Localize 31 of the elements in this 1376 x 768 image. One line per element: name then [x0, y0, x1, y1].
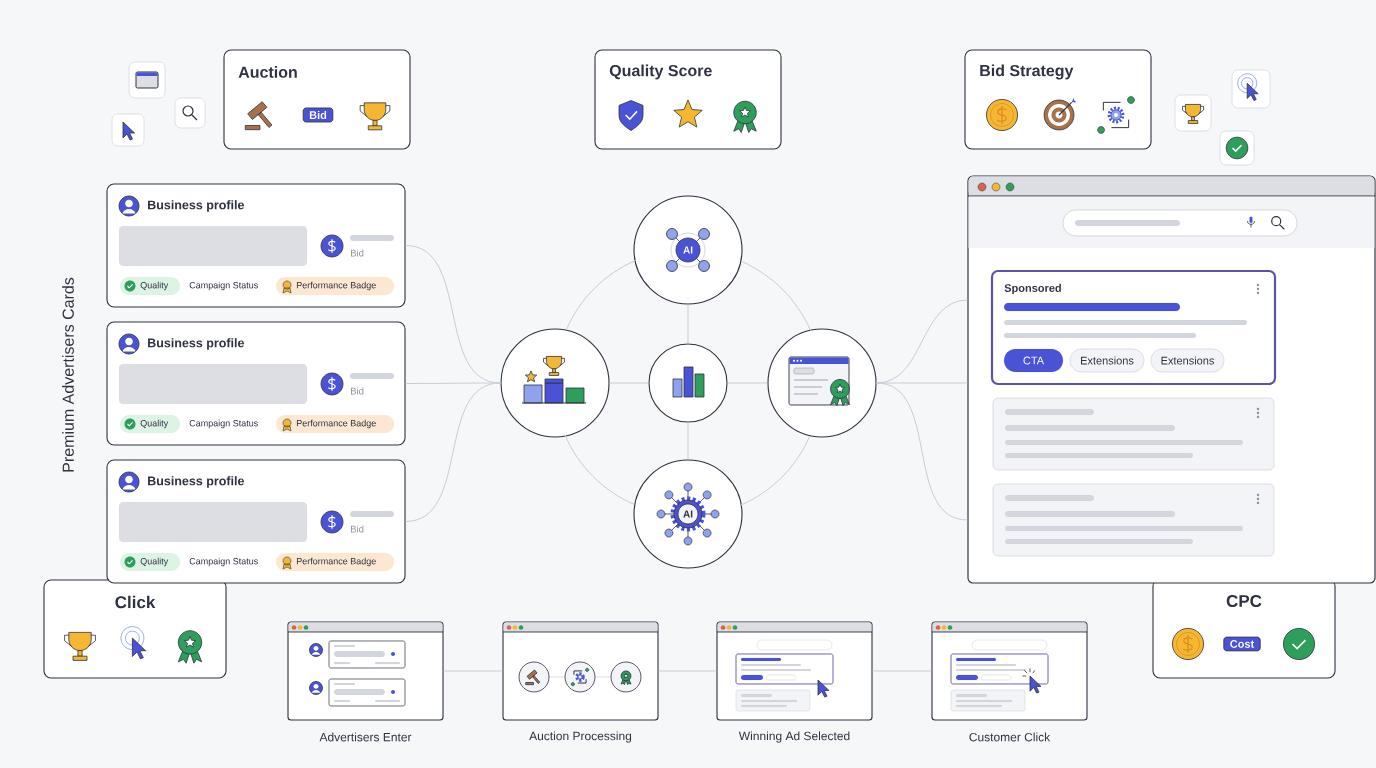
step-caption: Advertisers Enter [319, 732, 412, 742]
extension-chip: Extensions [1069, 348, 1145, 373]
connector [405, 382, 501, 522]
bid-strategy-card: Bid Strategy [964, 49, 1152, 150]
certified-page-circle [767, 328, 877, 438]
cta-button: CTA [1003, 348, 1064, 373]
extension-chip: Extensions [1150, 348, 1225, 373]
step-caption: Auction Processing [529, 731, 632, 743]
bid-tag: Bid [302, 107, 334, 123]
connector [564, 434, 635, 505]
bid-label: Bid [351, 525, 364, 533]
section-label: Premium Advertisers Cards [62, 277, 74, 472]
connector [740, 435, 811, 506]
campaign-status: Campaign Status [189, 419, 258, 429]
cost-tag: Cost [1223, 636, 1261, 652]
performance-badge-pill: Performance Badge [275, 552, 395, 572]
connector [405, 382, 501, 384]
step-caption: Winning Ad Selected [738, 731, 850, 743]
bar-chart-circle [648, 343, 728, 423]
campaign-status: Campaign Status [189, 557, 258, 567]
connector [740, 260, 811, 331]
bid-label: Bid [351, 387, 364, 395]
performance-badge-pill: Performance Badge [275, 276, 395, 296]
quality-score-card: Quality Score [594, 49, 782, 150]
podium-circle [500, 328, 610, 438]
performance-badge-pill: Performance Badge [275, 414, 395, 434]
connector [876, 382, 968, 521]
step-caption: Customer Click [969, 732, 1051, 742]
connector [565, 260, 636, 331]
campaign-status: Campaign Status [189, 281, 258, 291]
bid-label: Bid [351, 249, 364, 257]
